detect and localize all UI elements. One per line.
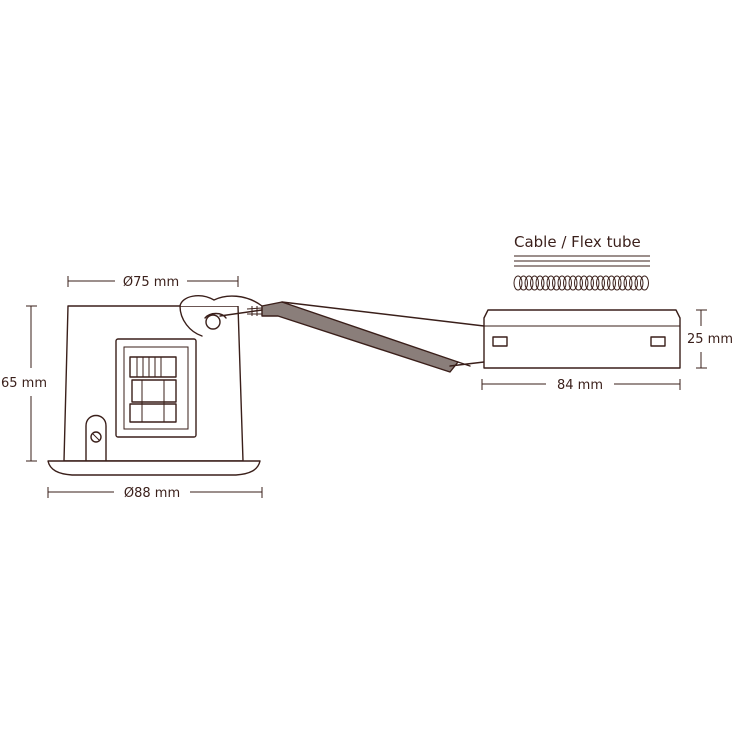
dimension-height: 65 mm	[1, 305, 47, 462]
flex-tube-ring	[629, 275, 638, 291]
flex-tube-ring	[546, 275, 556, 291]
cable-gland-nut	[205, 314, 221, 330]
flex-tube-ring	[557, 275, 567, 291]
flex-tube-ring	[513, 275, 523, 291]
dimension-label-75: Ø75 mm	[123, 275, 179, 290]
flex-tube-sleeve	[261, 301, 459, 373]
flex-tube-ring	[590, 275, 600, 291]
dimension-driver-length: 84 mm	[481, 378, 681, 393]
flex-tube-swatch	[513, 275, 649, 291]
flex-tube-ring	[601, 275, 611, 291]
flex-tube-ring	[552, 275, 561, 291]
cable-legend: Cable / Flex tube	[513, 233, 650, 291]
driver-box	[483, 309, 681, 369]
dimension-label-25: 25 mm	[687, 332, 733, 347]
flex-tube-ring	[640, 275, 649, 291]
spring-clip	[129, 356, 177, 423]
flex-tube-ring	[541, 275, 550, 291]
flex-tube-ring	[607, 275, 616, 291]
driver-terminal-left	[492, 336, 508, 347]
flex-tube-ring	[623, 275, 633, 291]
flex-tube-ring	[585, 275, 594, 291]
flex-tube-ring	[596, 275, 605, 291]
dimension-label-84: 84 mm	[557, 378, 603, 393]
cable-gland-dome	[179, 295, 263, 307]
dimension-label-65: 65 mm	[1, 376, 47, 391]
dimension-label-88: Ø88 mm	[124, 486, 180, 501]
legend-title: Cable / Flex tube	[514, 233, 641, 251]
flex-tube-ring	[530, 275, 539, 291]
flex-tube-ring	[535, 275, 545, 291]
flex-tube-ring	[574, 275, 583, 291]
connection-cable	[219, 301, 485, 373]
downlight-fixture	[47, 295, 263, 476]
driver-terminal-right	[650, 336, 666, 347]
flex-tube-ring	[568, 275, 578, 291]
dimension-driver-height: 25 mm	[687, 309, 733, 369]
dimension-top-diameter: Ø75 mm	[67, 275, 239, 290]
flex-tube-ring	[612, 275, 622, 291]
flex-tube-ring	[618, 275, 627, 291]
flex-tube-ring	[579, 275, 589, 291]
flex-tube-ring	[563, 275, 572, 291]
fixture-bezel	[47, 460, 261, 476]
flex-tube-ring	[524, 275, 534, 291]
flex-tube-ring	[519, 275, 528, 291]
dimension-bezel-diameter: Ø88 mm	[47, 486, 263, 501]
flex-tube-ring	[634, 275, 644, 291]
led-driver	[483, 309, 681, 369]
